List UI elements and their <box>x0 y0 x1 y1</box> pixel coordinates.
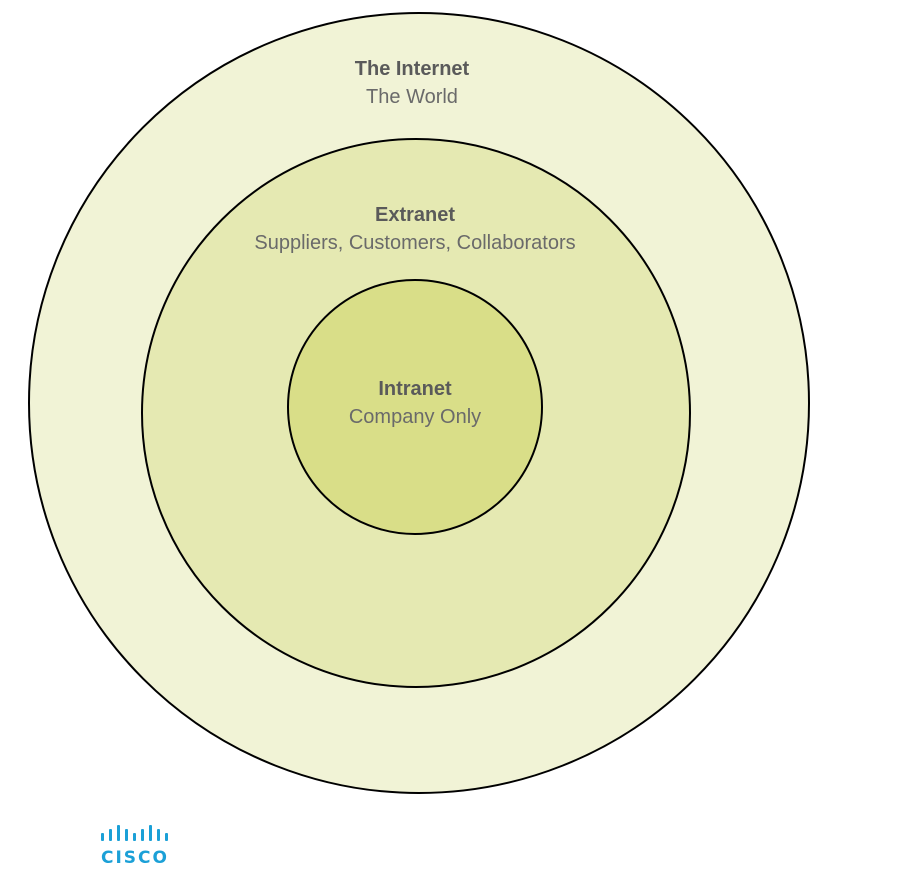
cisco-logo: CISCO <box>101 825 169 868</box>
extranet-subtitle: Suppliers, Customers, Collaborators <box>254 232 575 254</box>
extranet-title: Extranet <box>375 204 455 226</box>
intranet-circle <box>287 279 543 535</box>
cisco-bars-icon <box>101 825 168 841</box>
intranet-zone: Intranet Company Only <box>287 279 543 535</box>
internet-subtitle: The World <box>366 86 458 108</box>
internet-title: The Internet <box>355 58 470 80</box>
intranet-subtitle: Company Only <box>349 406 481 428</box>
intranet-title: Intranet <box>378 378 452 400</box>
cisco-wordmark: CISCO <box>101 848 169 868</box>
